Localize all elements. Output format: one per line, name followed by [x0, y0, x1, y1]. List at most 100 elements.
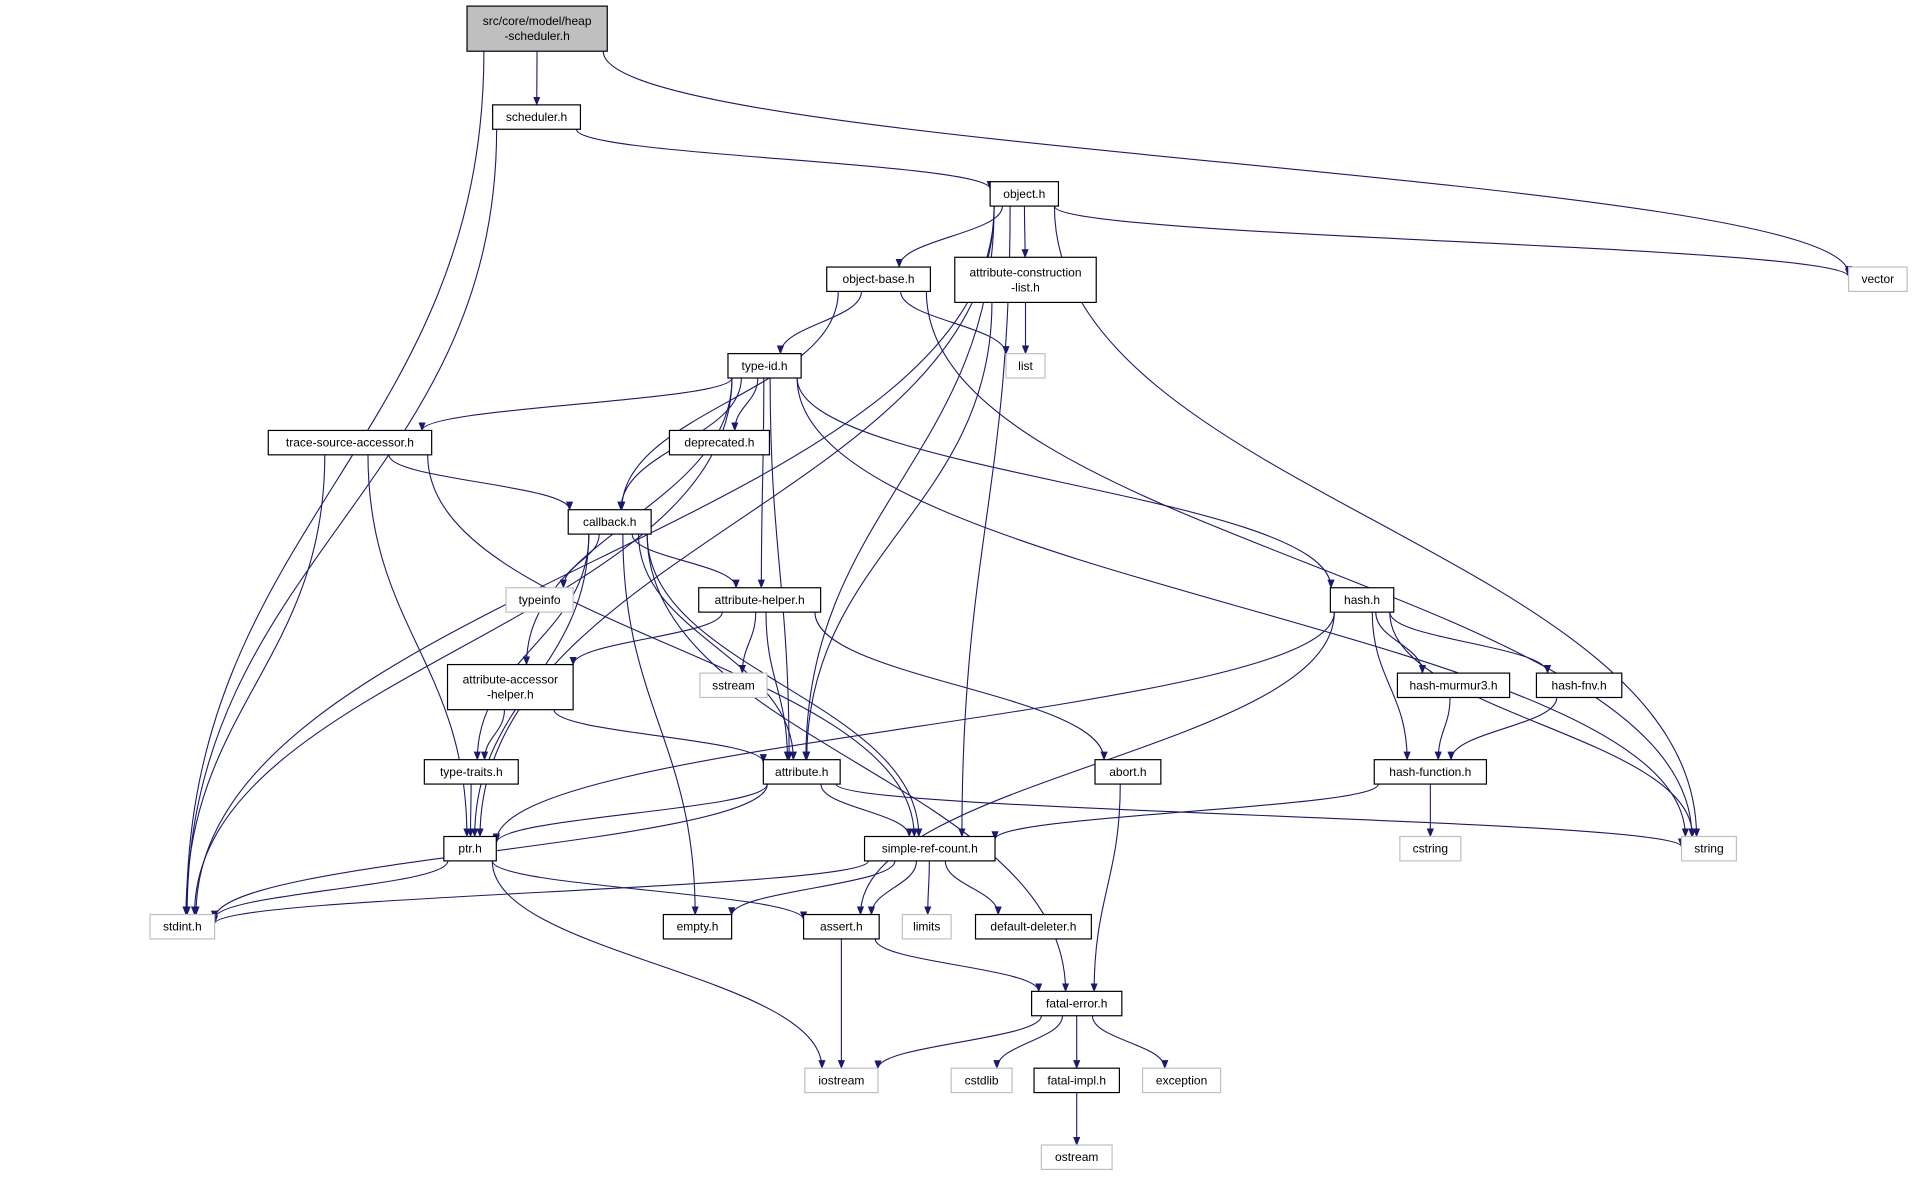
node-object[interactable]: object.h	[989, 181, 1060, 207]
node-box	[1399, 835, 1462, 862]
node-attr-helper[interactable]: attribute-helper.h	[698, 587, 822, 613]
node-typeinfo[interactable]: typeinfo	[505, 587, 574, 613]
edge-hash-to-hash-function	[1371, 612, 1411, 761]
node-label: -list.h	[1011, 280, 1040, 294]
node-label: string	[1694, 842, 1723, 856]
node-deprecated[interactable]: deprecated.h	[668, 429, 771, 456]
node-label: exception	[1156, 1073, 1207, 1087]
edge-callback-to-attr-helper	[631, 533, 740, 589]
node-type-id[interactable]: type-id.h	[727, 353, 802, 379]
edge-fatal-error-to-exception	[1091, 1015, 1169, 1070]
node-box	[1329, 587, 1395, 613]
node-box	[699, 672, 768, 699]
node-box	[762, 759, 841, 785]
node-box	[267, 429, 433, 456]
edge-attribute-to-simple-ref	[820, 783, 913, 838]
edge-object-to-ptr	[476, 206, 995, 838]
node-hash-murmur3[interactable]: hash-murmur3.h	[1396, 672, 1511, 699]
edge-trace-src-to-callback	[388, 454, 574, 511]
node-hash-function[interactable]: hash-function.h	[1373, 759, 1488, 785]
node-hash-fnv[interactable]: hash-fnv.h	[1535, 672, 1623, 699]
edge-hash-murmur3-to-hash-function	[1434, 697, 1451, 761]
edge-trace-src-to-stdint	[182, 454, 326, 916]
node-attr-cons[interactable]: attribute-construction-list.h	[954, 256, 1097, 304]
node-box	[698, 587, 822, 613]
node-abort[interactable]: abort.h	[1094, 759, 1162, 785]
edge-callback-to-attribute	[637, 534, 797, 761]
node-box	[668, 429, 771, 456]
node-box	[1141, 1067, 1222, 1094]
node-type-traits[interactable]: type-traits.h	[423, 759, 519, 785]
node-box	[1094, 759, 1162, 785]
node-list[interactable]: list	[1005, 353, 1046, 379]
node-label: simple-ref-count.h	[882, 842, 978, 856]
edge-attr-helper-to-abort	[814, 612, 1108, 761]
node-box	[802, 913, 880, 940]
node-ostream[interactable]: ostream	[1040, 1144, 1113, 1170]
node-box	[1373, 759, 1488, 785]
edge-ptr-to-assert	[491, 860, 808, 921]
node-sstream[interactable]: sstream	[699, 672, 768, 699]
node-simple-ref[interactable]: simple-ref-count.h	[863, 835, 996, 862]
node-assert[interactable]: assert.h	[802, 913, 880, 940]
edge-hash-to-hash-fnv	[1389, 612, 1552, 675]
node-exception[interactable]: exception	[1141, 1067, 1222, 1094]
node-cstring[interactable]: cstring	[1399, 835, 1462, 862]
node-box	[1005, 353, 1046, 379]
node-string[interactable]: string	[1680, 835, 1738, 862]
node-box	[901, 913, 952, 940]
node-label: -helper.h	[487, 688, 534, 702]
node-box	[863, 835, 996, 862]
node-attr-acc-helper[interactable]: attribute-accessor-helper.h	[446, 663, 574, 711]
edge-hash-to-hash-murmur3	[1375, 612, 1427, 675]
node-limits[interactable]: limits	[901, 913, 952, 940]
node-label: cstring	[1413, 842, 1448, 856]
node-box	[727, 353, 802, 379]
node-box	[1040, 1144, 1113, 1170]
node-label: vector	[1862, 272, 1895, 286]
edge-callback-to-fatal-error	[646, 534, 1070, 993]
node-attribute[interactable]: attribute.h	[762, 759, 841, 785]
node-default-deleter[interactable]: default-deleter.h	[974, 913, 1092, 940]
node-box	[149, 913, 216, 940]
node-box	[804, 1067, 879, 1094]
node-callback[interactable]: callback.h	[567, 509, 652, 535]
node-root: src/core/model/heap-scheduler.h	[466, 5, 608, 52]
node-box	[1535, 672, 1623, 699]
node-cstdlib[interactable]: cstdlib	[950, 1067, 1013, 1094]
node-label: iostream	[818, 1073, 864, 1087]
edge-callback-to-type-traits	[473, 534, 590, 761]
node-iostream[interactable]: iostream	[804, 1067, 879, 1094]
node-vector[interactable]: vector	[1847, 266, 1908, 293]
node-fatal-impl[interactable]: fatal-impl.h	[1033, 1067, 1120, 1094]
edge-object-to-attr-cons	[1021, 206, 1029, 259]
node-ptr[interactable]: ptr.h	[443, 835, 497, 862]
node-label: object.h	[1003, 187, 1045, 201]
node-fatal-error[interactable]: fatal-error.h	[1031, 990, 1123, 1017]
node-box	[466, 5, 608, 52]
node-box	[662, 913, 733, 940]
edge-object-to-string	[1053, 206, 1701, 838]
node-hash[interactable]: hash.h	[1329, 587, 1395, 613]
node-trace-src[interactable]: trace-source-accessor.h	[267, 429, 433, 456]
node-label: -scheduler.h	[504, 29, 569, 43]
node-stdint[interactable]: stdint.h	[149, 913, 216, 940]
node-label: attribute-accessor	[463, 673, 558, 687]
node-box	[954, 256, 1097, 304]
edge-simple-ref-to-default-deleter	[944, 860, 1002, 916]
edge-fatal-error-to-iostream	[874, 1015, 1042, 1070]
edge-callback-to-simple-ref	[646, 534, 923, 838]
edge-simple-ref-to-stdint	[211, 860, 870, 925]
edges-layer	[182, 51, 1853, 1146]
edge-type-id-to-deprecated	[731, 378, 759, 432]
node-box	[443, 835, 497, 862]
node-label: assert.h	[820, 920, 863, 934]
node-label: hash-fnv.h	[1552, 678, 1607, 692]
node-label: sstream	[712, 678, 755, 692]
node-empty[interactable]: empty.h	[662, 913, 733, 940]
node-scheduler[interactable]: scheduler.h	[492, 104, 582, 130]
edge-type-id-to-trace-src	[418, 377, 733, 432]
node-object-base[interactable]: object-base.h	[826, 266, 931, 293]
node-label: hash.h	[1344, 593, 1380, 607]
